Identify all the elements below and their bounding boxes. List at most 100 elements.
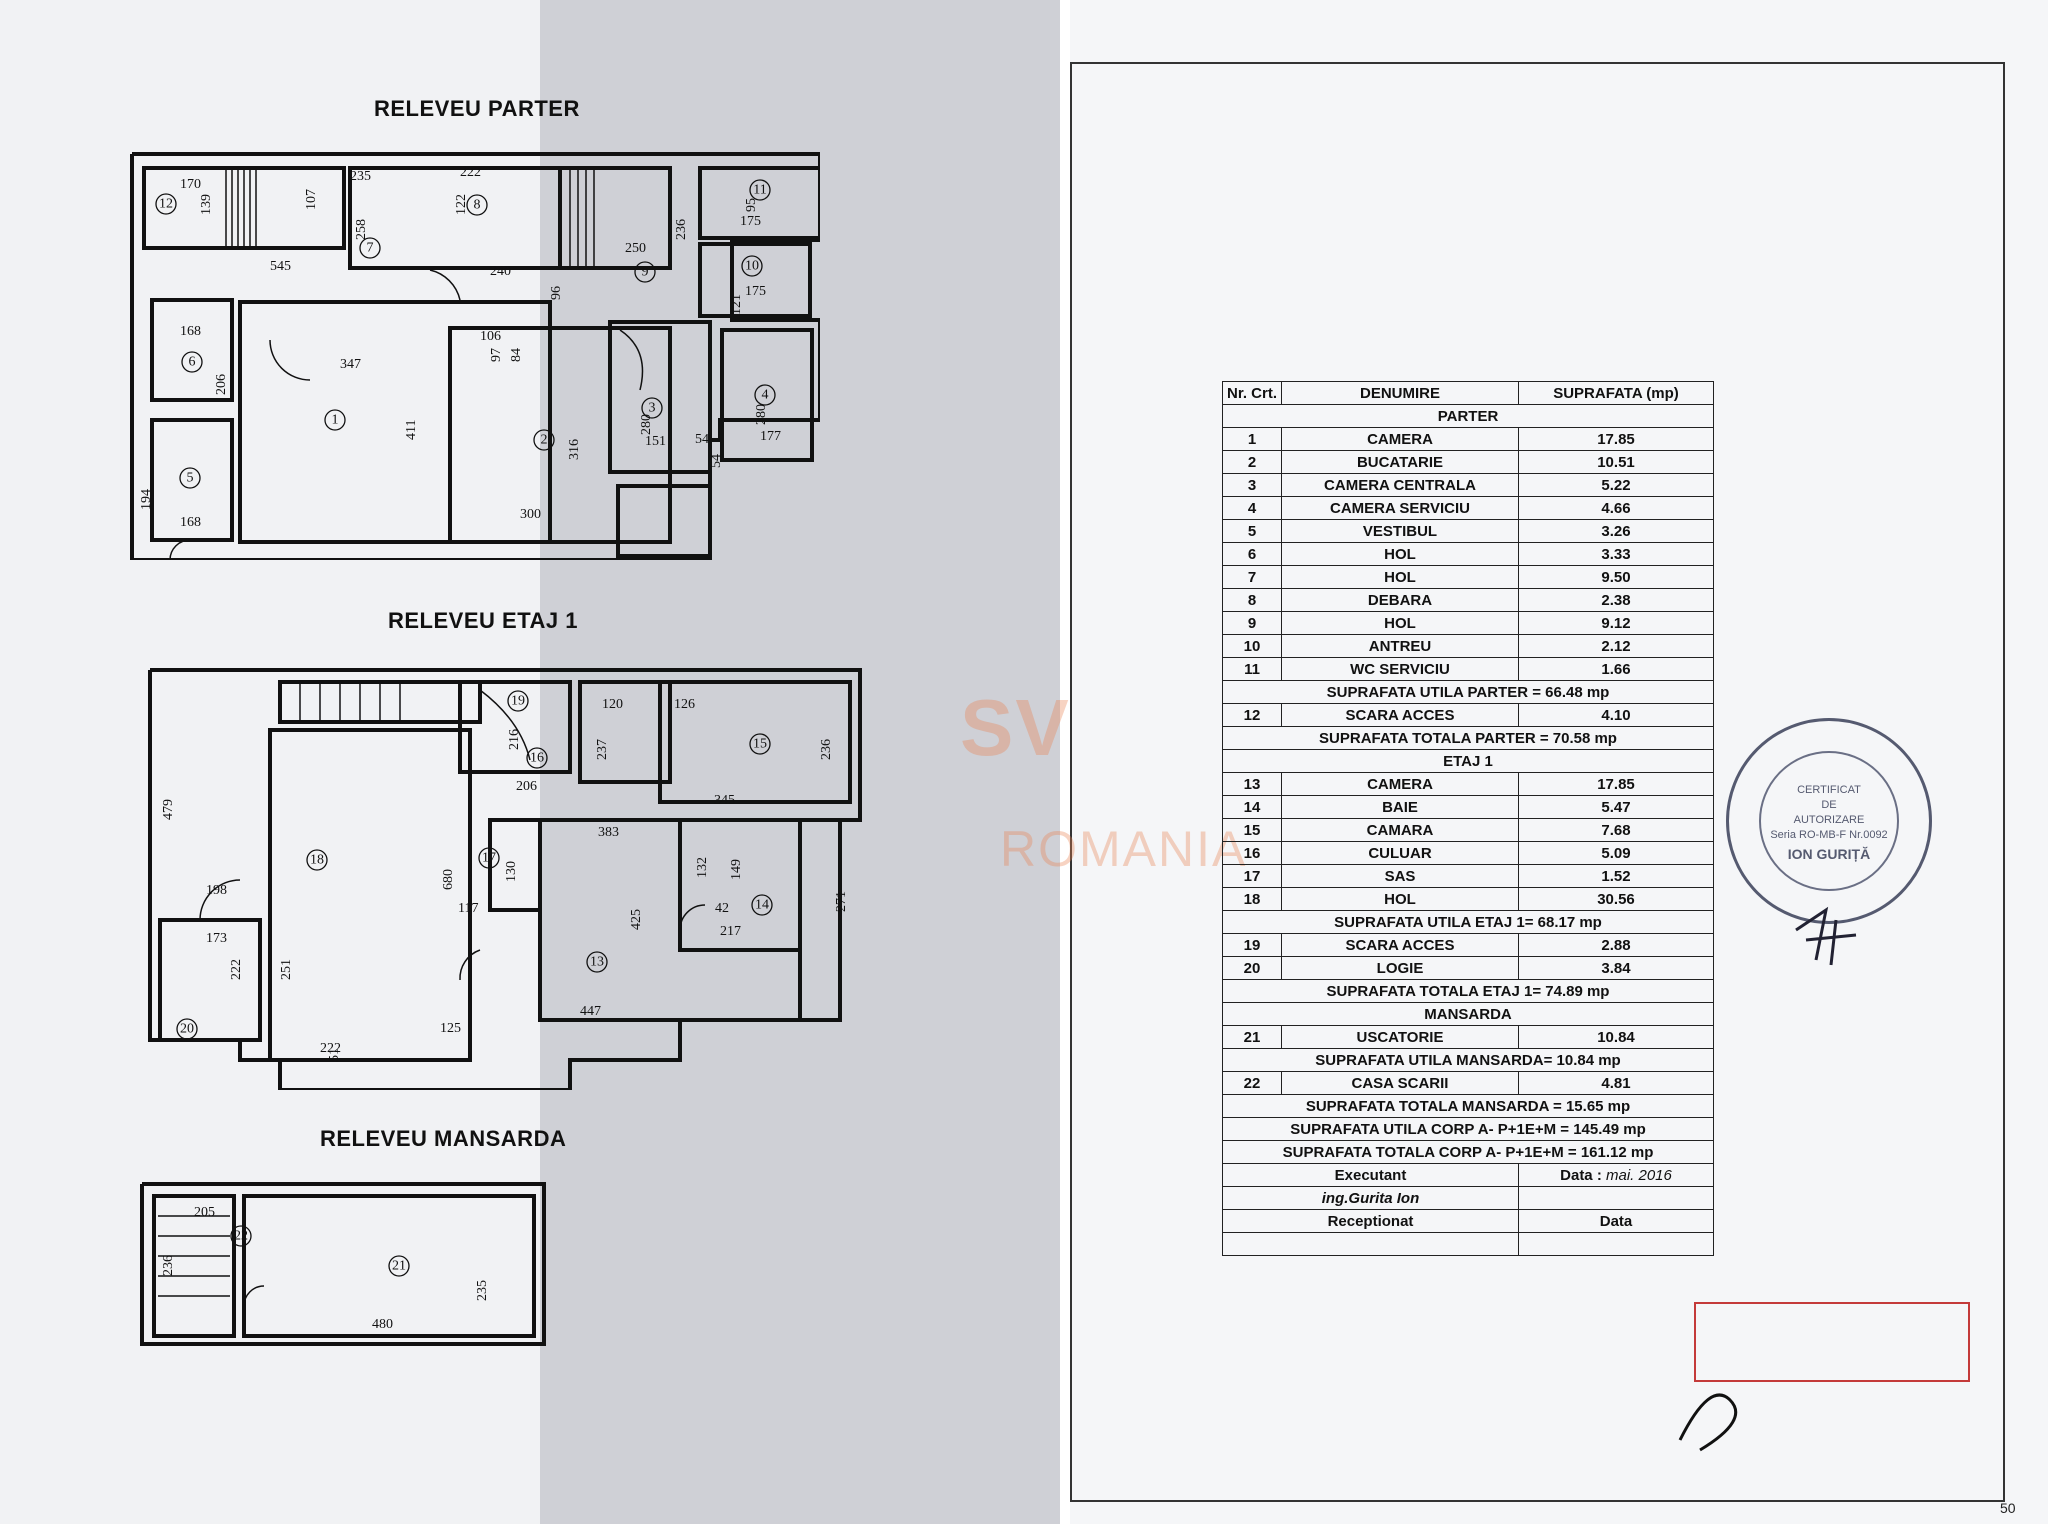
corp-utila-row: SUPRAFATA UTILA CORP A- P+1E+M = 145.49 … — [1222, 1117, 1714, 1141]
subtotal-utila: SUPRAFATA UTILA ETAJ 1= 68.17 mp — [1222, 910, 1714, 934]
dimension-label: 130 — [504, 861, 519, 882]
dimension-label: 42 — [715, 901, 729, 916]
room-marker-circle — [155, 193, 177, 215]
row-denumire: SCARA ACCES — [1281, 933, 1519, 957]
row-suprafata: 2.88 — [1518, 933, 1714, 957]
row-denumire: BUCATARIE — [1281, 450, 1519, 474]
room-marker-circle — [466, 194, 488, 216]
dimension-label: 216 — [507, 729, 522, 750]
etaj1-stairs — [299, 684, 531, 761]
date-cell: Data : mai. 2016 — [1518, 1163, 1714, 1187]
room-marker-circle — [641, 397, 663, 419]
dimension-label: 139 — [199, 194, 214, 215]
row-suprafata: 2.38 — [1518, 588, 1714, 612]
row-suprafata: 7.68 — [1518, 818, 1714, 842]
row-nr: 9 — [1222, 611, 1282, 635]
room-number: 12 — [159, 197, 173, 212]
mansarda-walls — [140, 1182, 546, 1346]
room-number: 5 — [187, 471, 194, 486]
dimension-label: 237 — [595, 739, 610, 760]
row-denumire: BAIE — [1281, 795, 1519, 819]
dimension-label: 106 — [480, 329, 501, 344]
section-name: MANSARDA — [1222, 1002, 1714, 1026]
dimension-label: 236 — [674, 219, 689, 240]
dimension-label: 168 — [180, 515, 201, 530]
executant-label: Executant — [1222, 1163, 1519, 1187]
date-value: mai. 2016 — [1605, 1166, 1672, 1184]
room-marker-circle — [749, 733, 771, 755]
room-marker-circle — [741, 255, 763, 277]
dimension-label: 170 — [180, 177, 201, 192]
blank-cell — [1518, 1186, 1714, 1210]
room-marker-circle — [586, 951, 608, 973]
row-suprafata: 4.10 — [1518, 703, 1714, 727]
room-marker-circle — [751, 894, 773, 916]
subtotal-row: SUPRAFATA TOTALA ETAJ 1= 74.89 mp — [1222, 979, 1714, 1003]
row-denumire: LOGIE — [1281, 956, 1519, 980]
room-marker-circle — [230, 1225, 252, 1247]
dimension-label: 95 — [744, 198, 759, 212]
blank-cell — [1222, 1232, 1519, 1256]
dimension-label: 84 — [509, 348, 524, 362]
row-nr: 5 — [1222, 519, 1282, 543]
dimension-label: 54 — [709, 454, 724, 468]
row-suprafata: 17.85 — [1518, 427, 1714, 451]
row-denumire: CAMERA — [1281, 772, 1519, 796]
right-sheet-border — [1070, 62, 2005, 1502]
dimension-label: 251 — [279, 959, 294, 980]
room-number: 22 — [234, 1229, 248, 1244]
page-number: 50 — [2000, 1500, 2016, 1516]
room-number: 11 — [753, 183, 766, 198]
row-suprafata: 10.84 — [1518, 1025, 1714, 1049]
stamp-line3: AUTORIZARE — [1793, 814, 1865, 826]
room-marker-circle — [526, 747, 548, 769]
dimension-label: 383 — [598, 825, 619, 840]
room-marker-circle — [179, 467, 201, 489]
dimension-label: 316 — [567, 439, 582, 460]
row-nr: 13 — [1222, 772, 1282, 796]
dimension-label: 96 — [549, 286, 564, 300]
subtotal-utila: SUPRAFATA UTILA PARTER = 66.48 mp — [1222, 680, 1714, 704]
row-suprafata: 3.26 — [1518, 519, 1714, 543]
room-number: 17 — [482, 851, 496, 866]
room-number: 16 — [530, 751, 544, 766]
row-suprafata: 5.09 — [1518, 841, 1714, 865]
row-suprafata: 4.66 — [1518, 496, 1714, 520]
row-suprafata: 9.50 — [1518, 565, 1714, 589]
parter-stairs — [225, 170, 644, 391]
row-denumire: ANTREU — [1281, 634, 1519, 658]
dimension-label: 54 — [695, 432, 709, 447]
watermark-logo: SV — [960, 683, 1071, 772]
room-number: 8 — [474, 198, 481, 213]
row-nr: 11 — [1222, 657, 1282, 681]
receptionat-label: Receptionat — [1222, 1209, 1519, 1233]
row-nr: 10 — [1222, 634, 1282, 658]
date2-label: Data — [1518, 1209, 1714, 1233]
room-number: 3 — [649, 401, 656, 416]
dimension-label: 177 — [760, 429, 781, 444]
table-header-row: Nr. Crt. DENUMIRE SUPRAFATA (mp) — [1222, 381, 1714, 405]
row-nr: 8 — [1222, 588, 1282, 612]
subtotal-row: SUPRAFATA TOTALA MANSARDA = 15.65 mp — [1222, 1094, 1714, 1118]
dimension-label: 236 — [161, 1255, 176, 1276]
dimension-label: 121 — [729, 294, 744, 315]
signature-mark — [1795, 906, 1857, 966]
corp-utila: SUPRAFATA UTILA CORP A- P+1E+M = 145.49 … — [1222, 1117, 1714, 1141]
header-denumire: DENUMIRE — [1281, 381, 1519, 405]
dimension-label: 206 — [214, 374, 229, 395]
